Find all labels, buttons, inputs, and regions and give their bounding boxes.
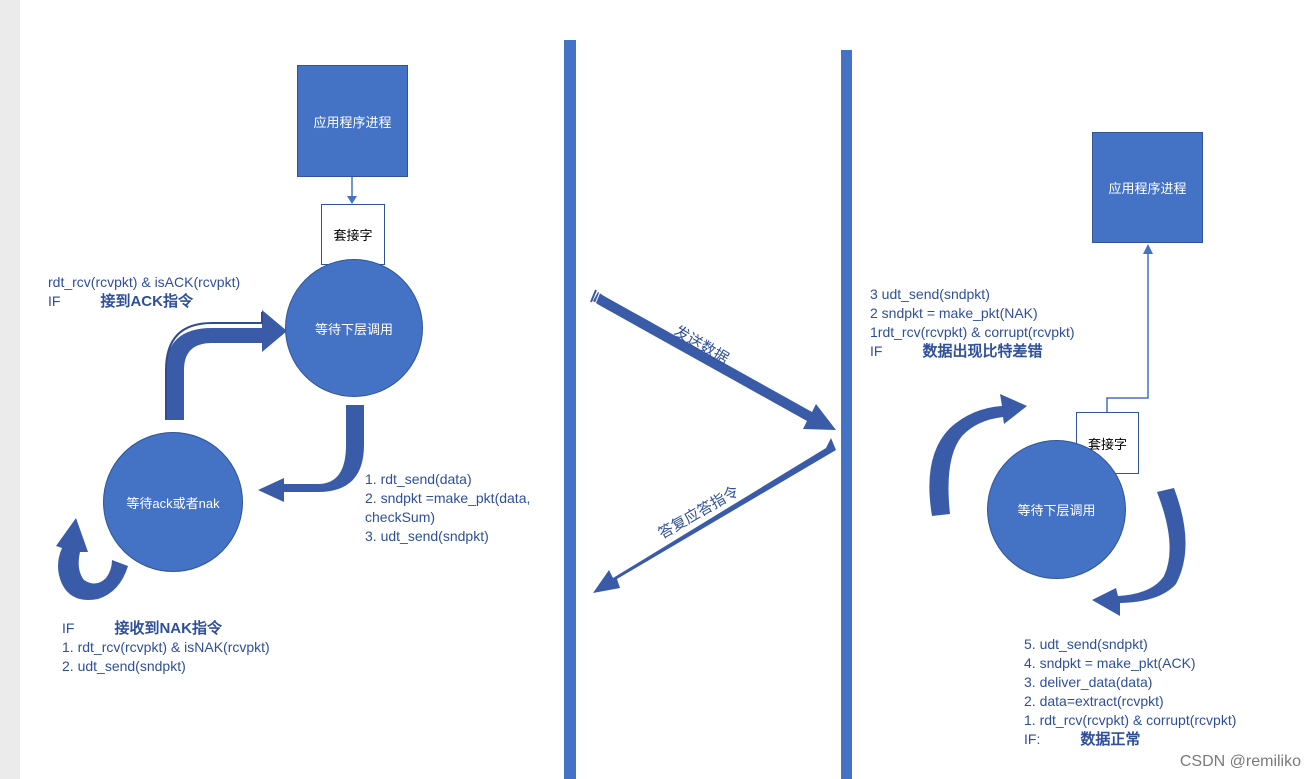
nak-condition-line: 1. rdt_rcv(rcvpkt) & isNAK(rcvpkt) (62, 639, 270, 655)
right-normal-curve-arrow (1092, 488, 1186, 616)
send-action-line: 2. sndpkt =make_pkt(data, (365, 490, 531, 506)
right-wait-upper-circle: 等待下层调用 (987, 440, 1126, 579)
nak-condition-line: 2. udt_send(sndpkt) (62, 658, 186, 674)
left-ack-condition: rdt_rcv(rcvpkt) & isACK(rcvpkt) IF 接到ACK指… (48, 273, 240, 311)
corrupt-line: 1rdt_rcv(rcvpkt) & corrupt(rcvpkt) (870, 324, 1075, 340)
left-send-curve-arrow (258, 405, 364, 502)
ack-if-label: IF (48, 293, 61, 309)
left-wait-upper-circle: 等待下层调用 (285, 259, 423, 397)
nak-if-label: IF (62, 620, 75, 636)
normal-step: 5. udt_send(sndpkt) (1024, 636, 1148, 652)
sender-channel-line (564, 40, 576, 779)
right-socket-to-app-arrow (1106, 250, 1149, 412)
normal-step: 4. sndpkt = make_pkt(ACK) (1024, 655, 1196, 671)
send-action-line: 3. udt_send(sndpkt) (365, 528, 489, 544)
send-action-line: checkSum) (365, 509, 436, 525)
corrupt-line: 3 udt_send(sndpkt) (870, 286, 990, 302)
corrupt-if-label: IF (870, 343, 883, 359)
left-wait-ack-nak-circle: 等待ack或者nak (103, 432, 243, 572)
normal-step: 3. deliver_data(data) (1024, 674, 1153, 690)
left-app-process-box: 应用程序进程 (297, 65, 408, 177)
send-action-line: 1. rdt_send(data) (365, 471, 472, 487)
left-ack-curve-arrow (166, 310, 287, 420)
ack-condition-line: rdt_rcv(rcvpkt) & isACK(rcvpkt) (48, 274, 241, 290)
ack-if-text: 接到ACK指令 (100, 293, 193, 310)
watermark: CSDN @remiliko (1179, 753, 1301, 770)
normal-step: 1. rdt_rcv(rcvpkt) & corrupt(rcvpkt) (1024, 712, 1237, 728)
normal-step: 2. data=extract(rcvpkt) (1024, 693, 1164, 709)
right-normal-condition: 5. udt_send(sndpkt) 4. sndpkt = make_pkt… (1024, 635, 1236, 749)
reply-arrow (593, 436, 840, 593)
normal-if-text: 数据正常 (1080, 731, 1141, 748)
left-send-actions: 1. rdt_send(data) 2. sndpkt =make_pkt(da… (365, 470, 530, 546)
receiver-channel-line (841, 50, 852, 779)
nak-if-text: 接收到NAK指令 (114, 620, 222, 637)
left-nak-condition: IF 接收到NAK指令 1. rdt_rcv(rcvpkt) & isNAK(rc… (62, 619, 270, 676)
right-corrupt-curve-arrow (929, 394, 1027, 516)
corrupt-if-text: 数据出现比特差错 (922, 343, 1043, 360)
normal-if-label: IF: (1024, 731, 1041, 747)
corrupt-line: 2 sndpkt = make_pkt(NAK) (870, 305, 1038, 321)
send-data-arrow (590, 289, 836, 430)
right-app-process-box: 应用程序进程 (1092, 132, 1203, 243)
left-margin-strip (0, 0, 20, 779)
left-socket-box: 套接字 (321, 204, 385, 265)
right-corrupt-condition: 3 udt_send(sndpkt) 2 sndpkt = make_pkt(N… (870, 285, 1075, 361)
left-nak-loop-arrow (56, 518, 128, 600)
